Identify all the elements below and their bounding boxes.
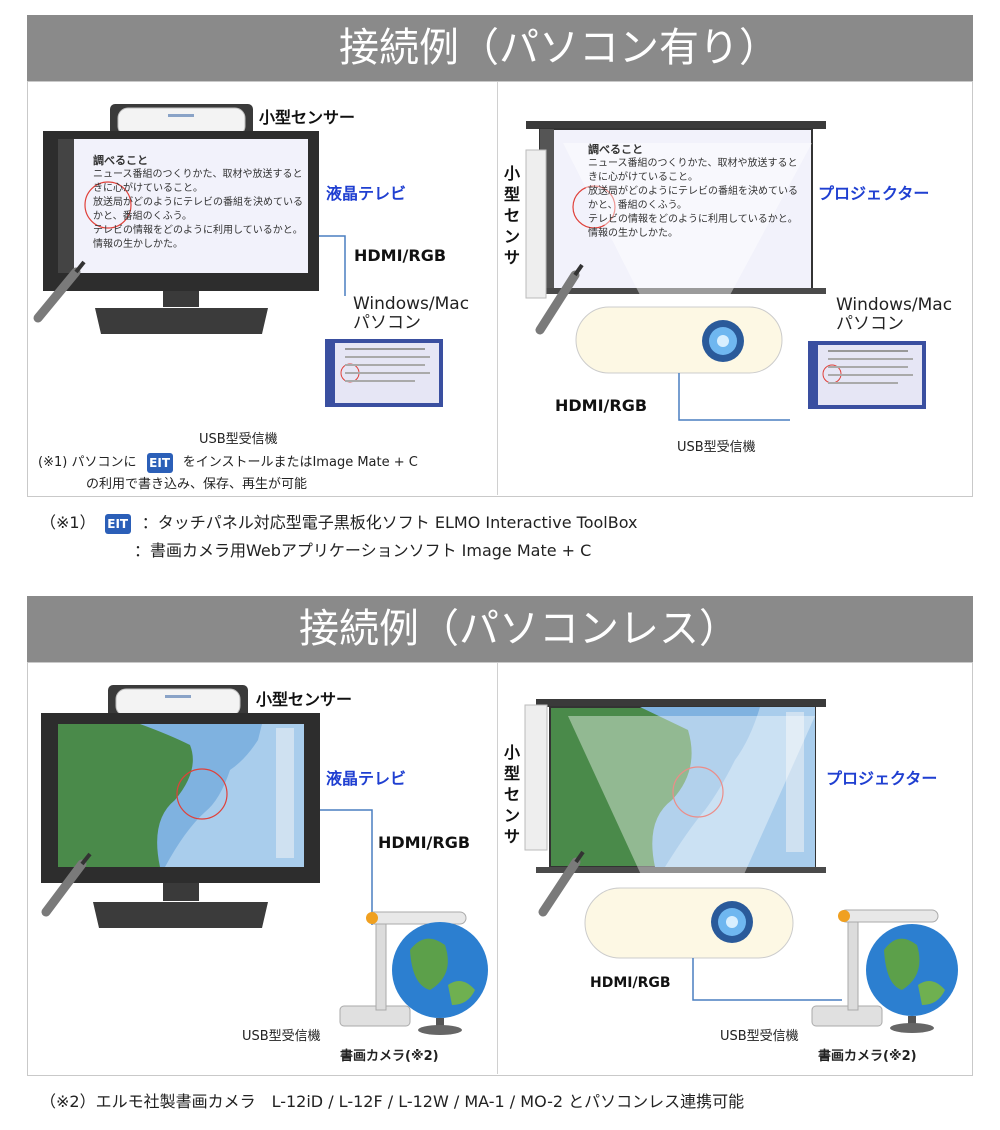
projector-icon <box>584 887 794 959</box>
sensor-vertical-char: 型 <box>503 764 520 783</box>
tv-screen-content: 調べること ニュース番組のつくりかた、取材や放送すると きに心がけていること。 … <box>93 154 303 252</box>
pc-label-line2: パソコン <box>836 314 904 334</box>
screen-line: かと、番組のくふう。 <box>588 200 687 211</box>
sensor-vertical-char: ン <box>503 227 520 246</box>
screen-line: テレビの情報をどのように利用しているかと。 <box>588 214 798 225</box>
tv-icon <box>41 713 320 928</box>
screen-line: かと、番組のくふう。 <box>93 211 192 222</box>
note-prefix: (※1) パソコンに <box>38 455 137 470</box>
usb-label: USB型受信機 <box>242 1029 321 1044</box>
sensor-icon <box>525 149 547 299</box>
pen-icon <box>41 852 92 917</box>
usb-label: USB型受信機 <box>677 440 756 455</box>
sensor-vertical-char: 型 <box>503 185 520 204</box>
note-line2: の利用で書き込み、保存、再生が可能 <box>86 477 308 492</box>
pen-icon <box>33 260 86 323</box>
screen-line: 放送局がどのようにテレビの番組を決めている <box>588 186 798 197</box>
section1-divider <box>497 82 498 495</box>
screen-heading: 調べること <box>588 143 643 156</box>
screen-line: 放送局がどのようにテレビの番組を決めている <box>93 197 303 208</box>
projector-label: プロジェクター <box>818 184 930 203</box>
footnote1-prefix: （※1） <box>40 513 96 532</box>
projector-label: プロジェクター <box>826 769 938 788</box>
screen-line: 情報の生かしかた。 <box>588 228 678 239</box>
sensor-label: 小型センサー <box>259 108 356 127</box>
tv-label: 液晶テレビ <box>326 184 407 203</box>
section2-divider <box>497 663 498 1074</box>
hdmi-label: HDMI/RGB <box>378 833 471 852</box>
sensor-vertical-char: サ <box>503 248 520 267</box>
camera-label: 書画カメラ(※2) <box>340 1049 439 1064</box>
screen-line: きに心がけていること。 <box>588 172 698 183</box>
footnote1-line1: ：タッチパネル対応型電子黒板化ソフト ELMO Interactive Tool… <box>141 513 638 532</box>
screen-line: テレビの情報をどのように利用しているかと。 <box>93 225 303 236</box>
pc-screen-icon <box>325 339 443 407</box>
pc-label-line2: パソコン <box>353 313 421 333</box>
sensor-vertical-char: セ <box>503 785 520 804</box>
hdmi-label: HDMI/RGB <box>590 975 671 991</box>
projector-screen-content: 調べること ニュース番組のつくりかた、取材や放送すると きに心がけていること。 … <box>588 143 803 241</box>
section1-banner: 接続例（パソコン有り） <box>27 15 973 81</box>
usb-label: USB型受信機 <box>199 432 278 447</box>
document-camera-icon <box>339 911 467 1027</box>
install-note: (※1) パソコンに EIT をインストールまたはImage Mate + C … <box>38 452 418 496</box>
screen-line: ニュース番組のつくりかた、取材や放送すると <box>93 169 303 180</box>
camera-label: 書画カメラ(※2) <box>818 1049 917 1064</box>
sensor-vertical-label: 小型センサ <box>503 742 521 847</box>
globe-icon <box>392 922 488 1035</box>
sensor-icon <box>524 704 548 851</box>
eit-app-icon: EIT <box>146 452 173 473</box>
pc-label: Windows/Mac パソコン <box>353 295 469 333</box>
pc-label: Windows/Mac パソコン <box>836 296 952 334</box>
eit-app-icon: EIT <box>104 513 131 534</box>
sensor-vertical-char: サ <box>503 827 520 846</box>
projection-screen-icon <box>536 699 826 873</box>
sensor-vertical-char: 小 <box>503 743 520 762</box>
document-camera-icon <box>811 909 939 1027</box>
footnote1-line2: ：書画カメラ用Webアプリケーションソフト Image Mate + C <box>134 541 592 560</box>
screen-heading: 調べること <box>93 154 148 167</box>
section2-title: 接続例（パソコンレス） <box>299 606 739 652</box>
screen-line: 情報の生かしかた。 <box>93 239 183 250</box>
sensor-vertical-char: 小 <box>503 164 520 183</box>
hdmi-label: HDMI/RGB <box>354 246 447 265</box>
pc-label-line1: Windows/Mac <box>836 295 953 315</box>
sensor-vertical-label: 小型センサ <box>503 163 521 268</box>
tv-icon <box>43 131 319 334</box>
sensor-label: 小型センサー <box>256 690 353 709</box>
tv-label: 液晶テレビ <box>326 769 407 788</box>
pc-screen-icon <box>808 341 926 409</box>
note-suffix: をインストールまたはImage Mate + C <box>182 455 418 470</box>
pen-icon <box>538 850 585 917</box>
projector-icon <box>575 306 783 374</box>
projection-screen-icon <box>526 121 826 294</box>
section1-title: 接続例（パソコン有り） <box>339 25 779 71</box>
screen-line: きに心がけていること。 <box>93 183 203 194</box>
pc-label-line1: Windows/Mac <box>353 294 470 314</box>
footnote1: （※1） EIT ：タッチパネル対応型電子黒板化ソフト ELMO Interac… <box>40 509 637 565</box>
hdmi-label: HDMI/RGB <box>555 396 648 415</box>
globe-icon <box>866 924 958 1033</box>
section2-banner: 接続例（パソコンレス） <box>27 596 973 662</box>
footnote2: （※2）エルモ社製書画カメラ L-12iD / L-12F / L-12W / … <box>40 1092 745 1111</box>
sensor-vertical-char: セ <box>503 206 520 225</box>
screen-line: ニュース番組のつくりかた、取材や放送すると <box>588 158 798 169</box>
pen-icon <box>535 263 584 335</box>
sensor-vertical-char: ン <box>503 806 520 825</box>
usb-label: USB型受信機 <box>720 1029 799 1044</box>
